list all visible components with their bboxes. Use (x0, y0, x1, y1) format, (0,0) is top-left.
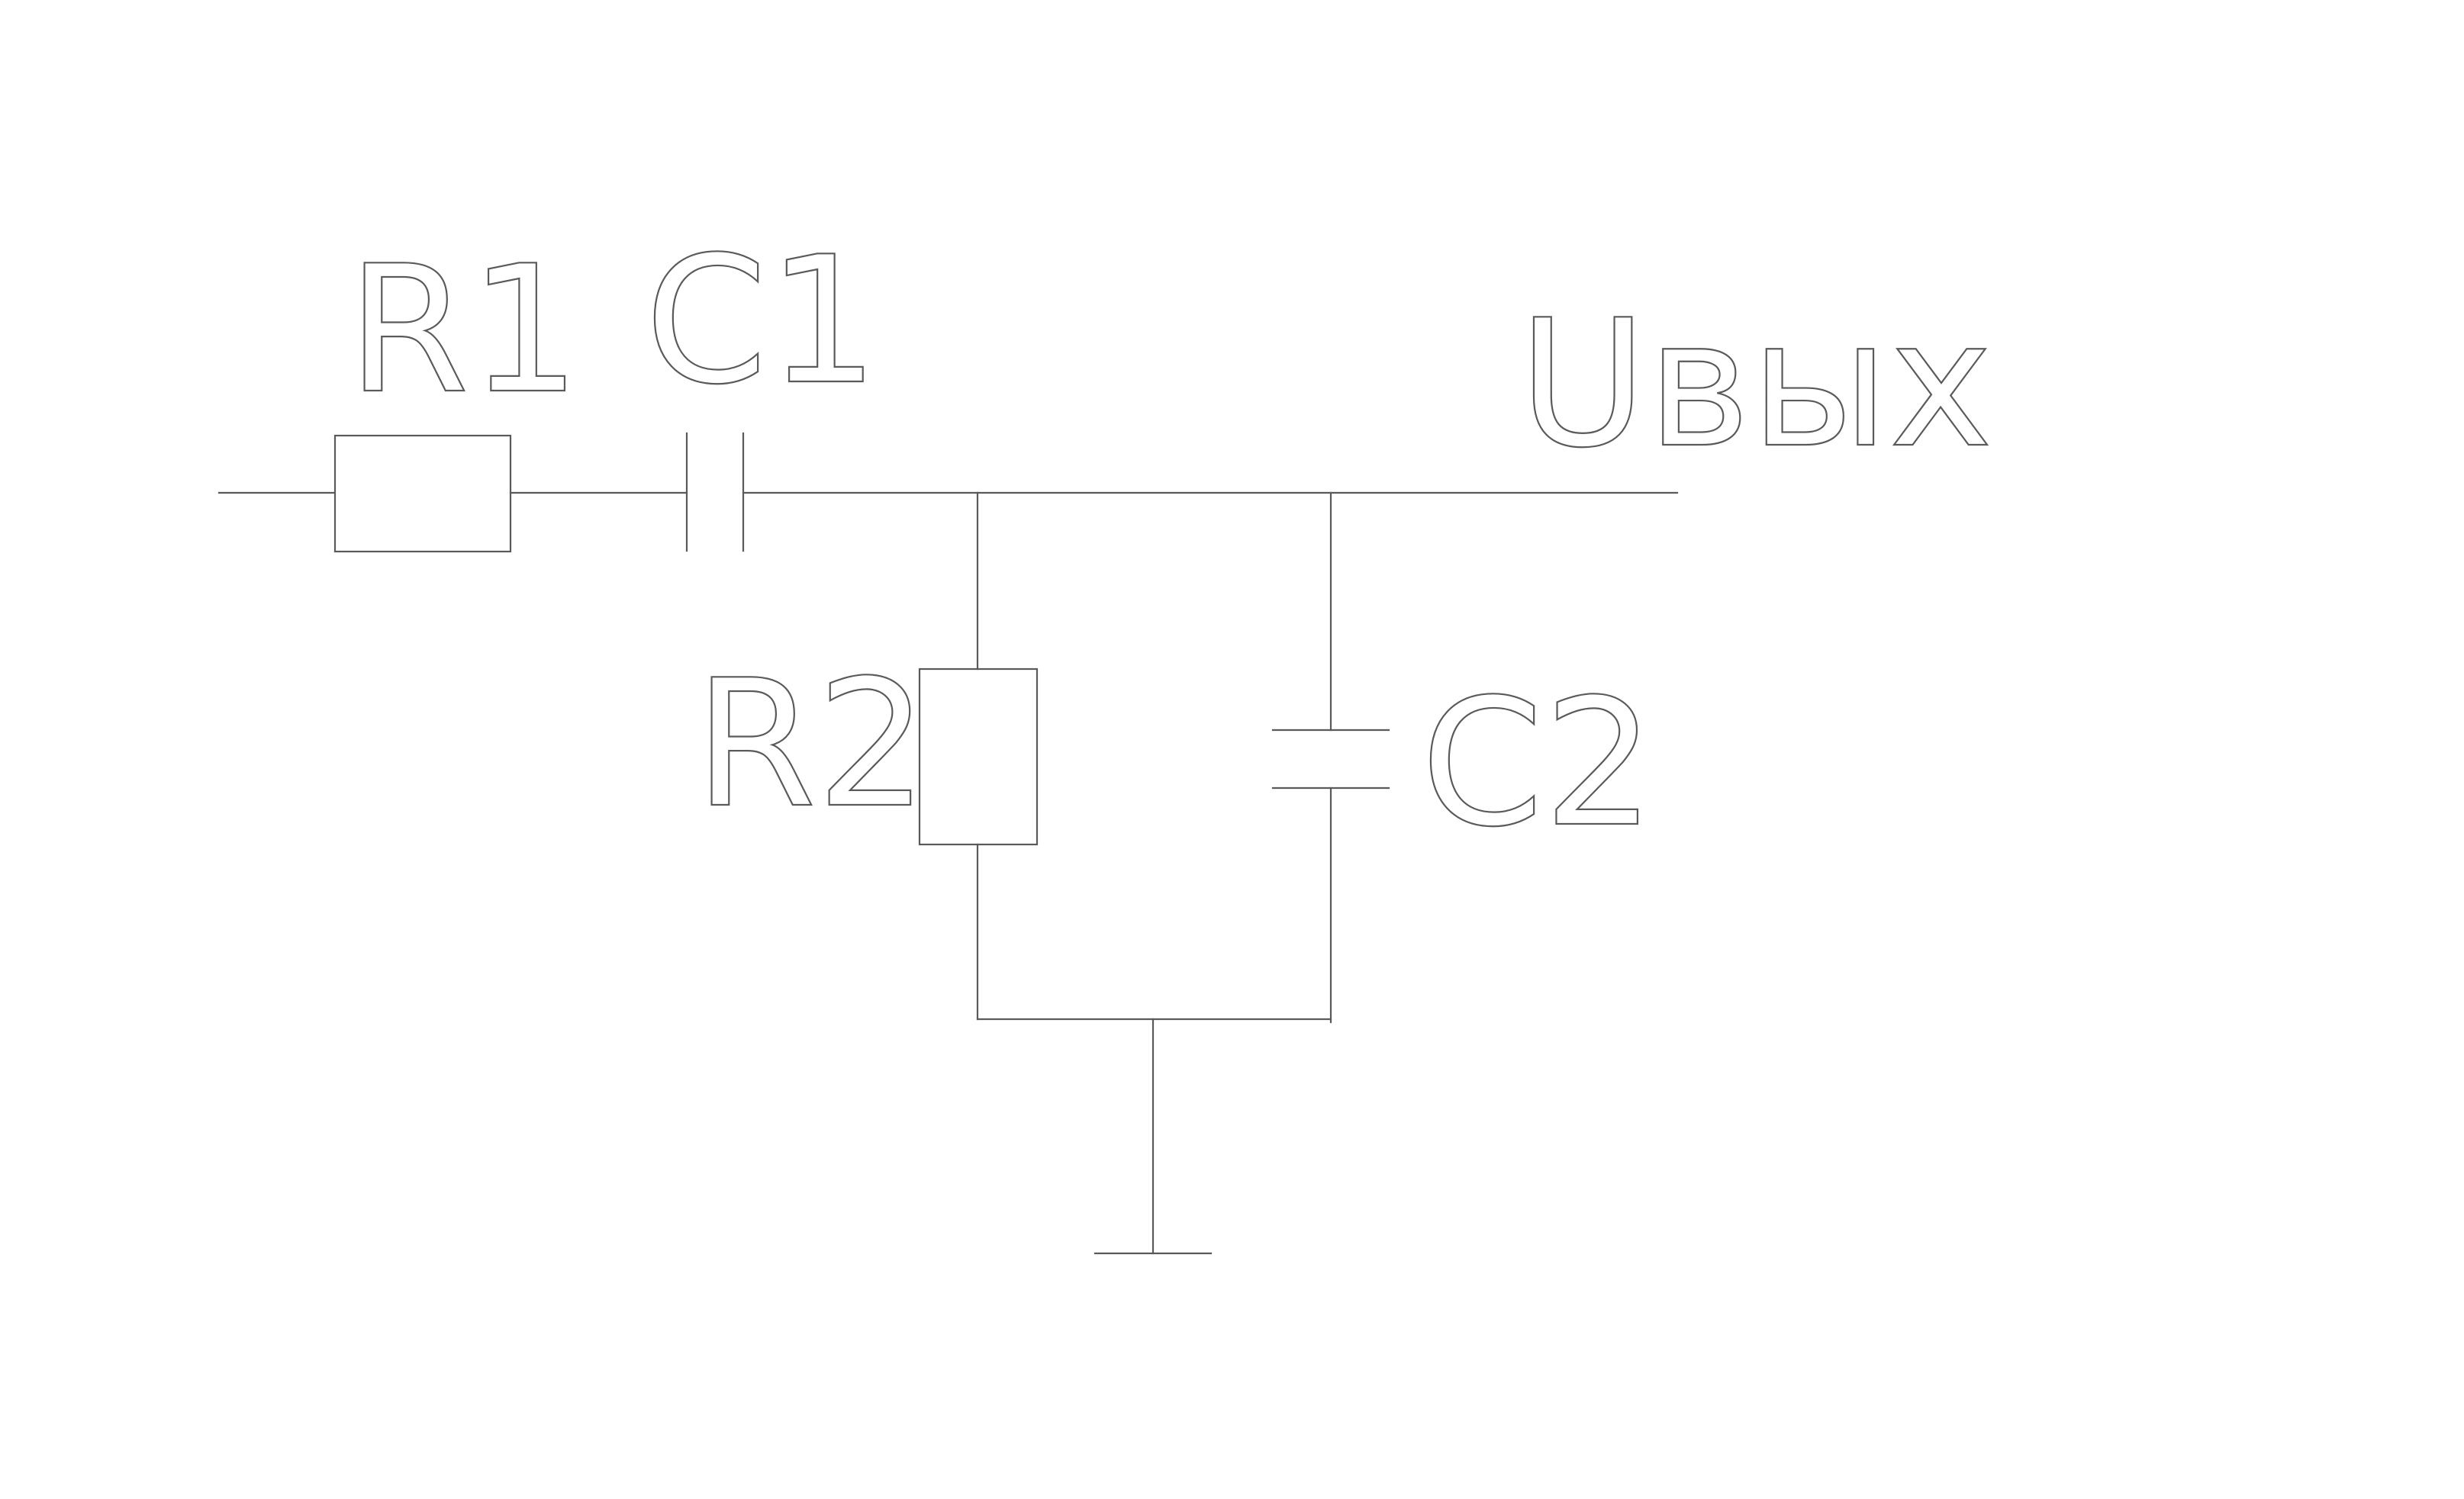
resistor-r2 (918, 667, 1039, 846)
label-r1: R1 (347, 229, 581, 433)
resistor-r1 (333, 434, 512, 553)
label-c1: C1 (645, 220, 879, 423)
label-r2: R2 (694, 643, 928, 847)
label-c2: C2 (1421, 662, 1655, 866)
label-output: Uвых (1519, 283, 1993, 487)
